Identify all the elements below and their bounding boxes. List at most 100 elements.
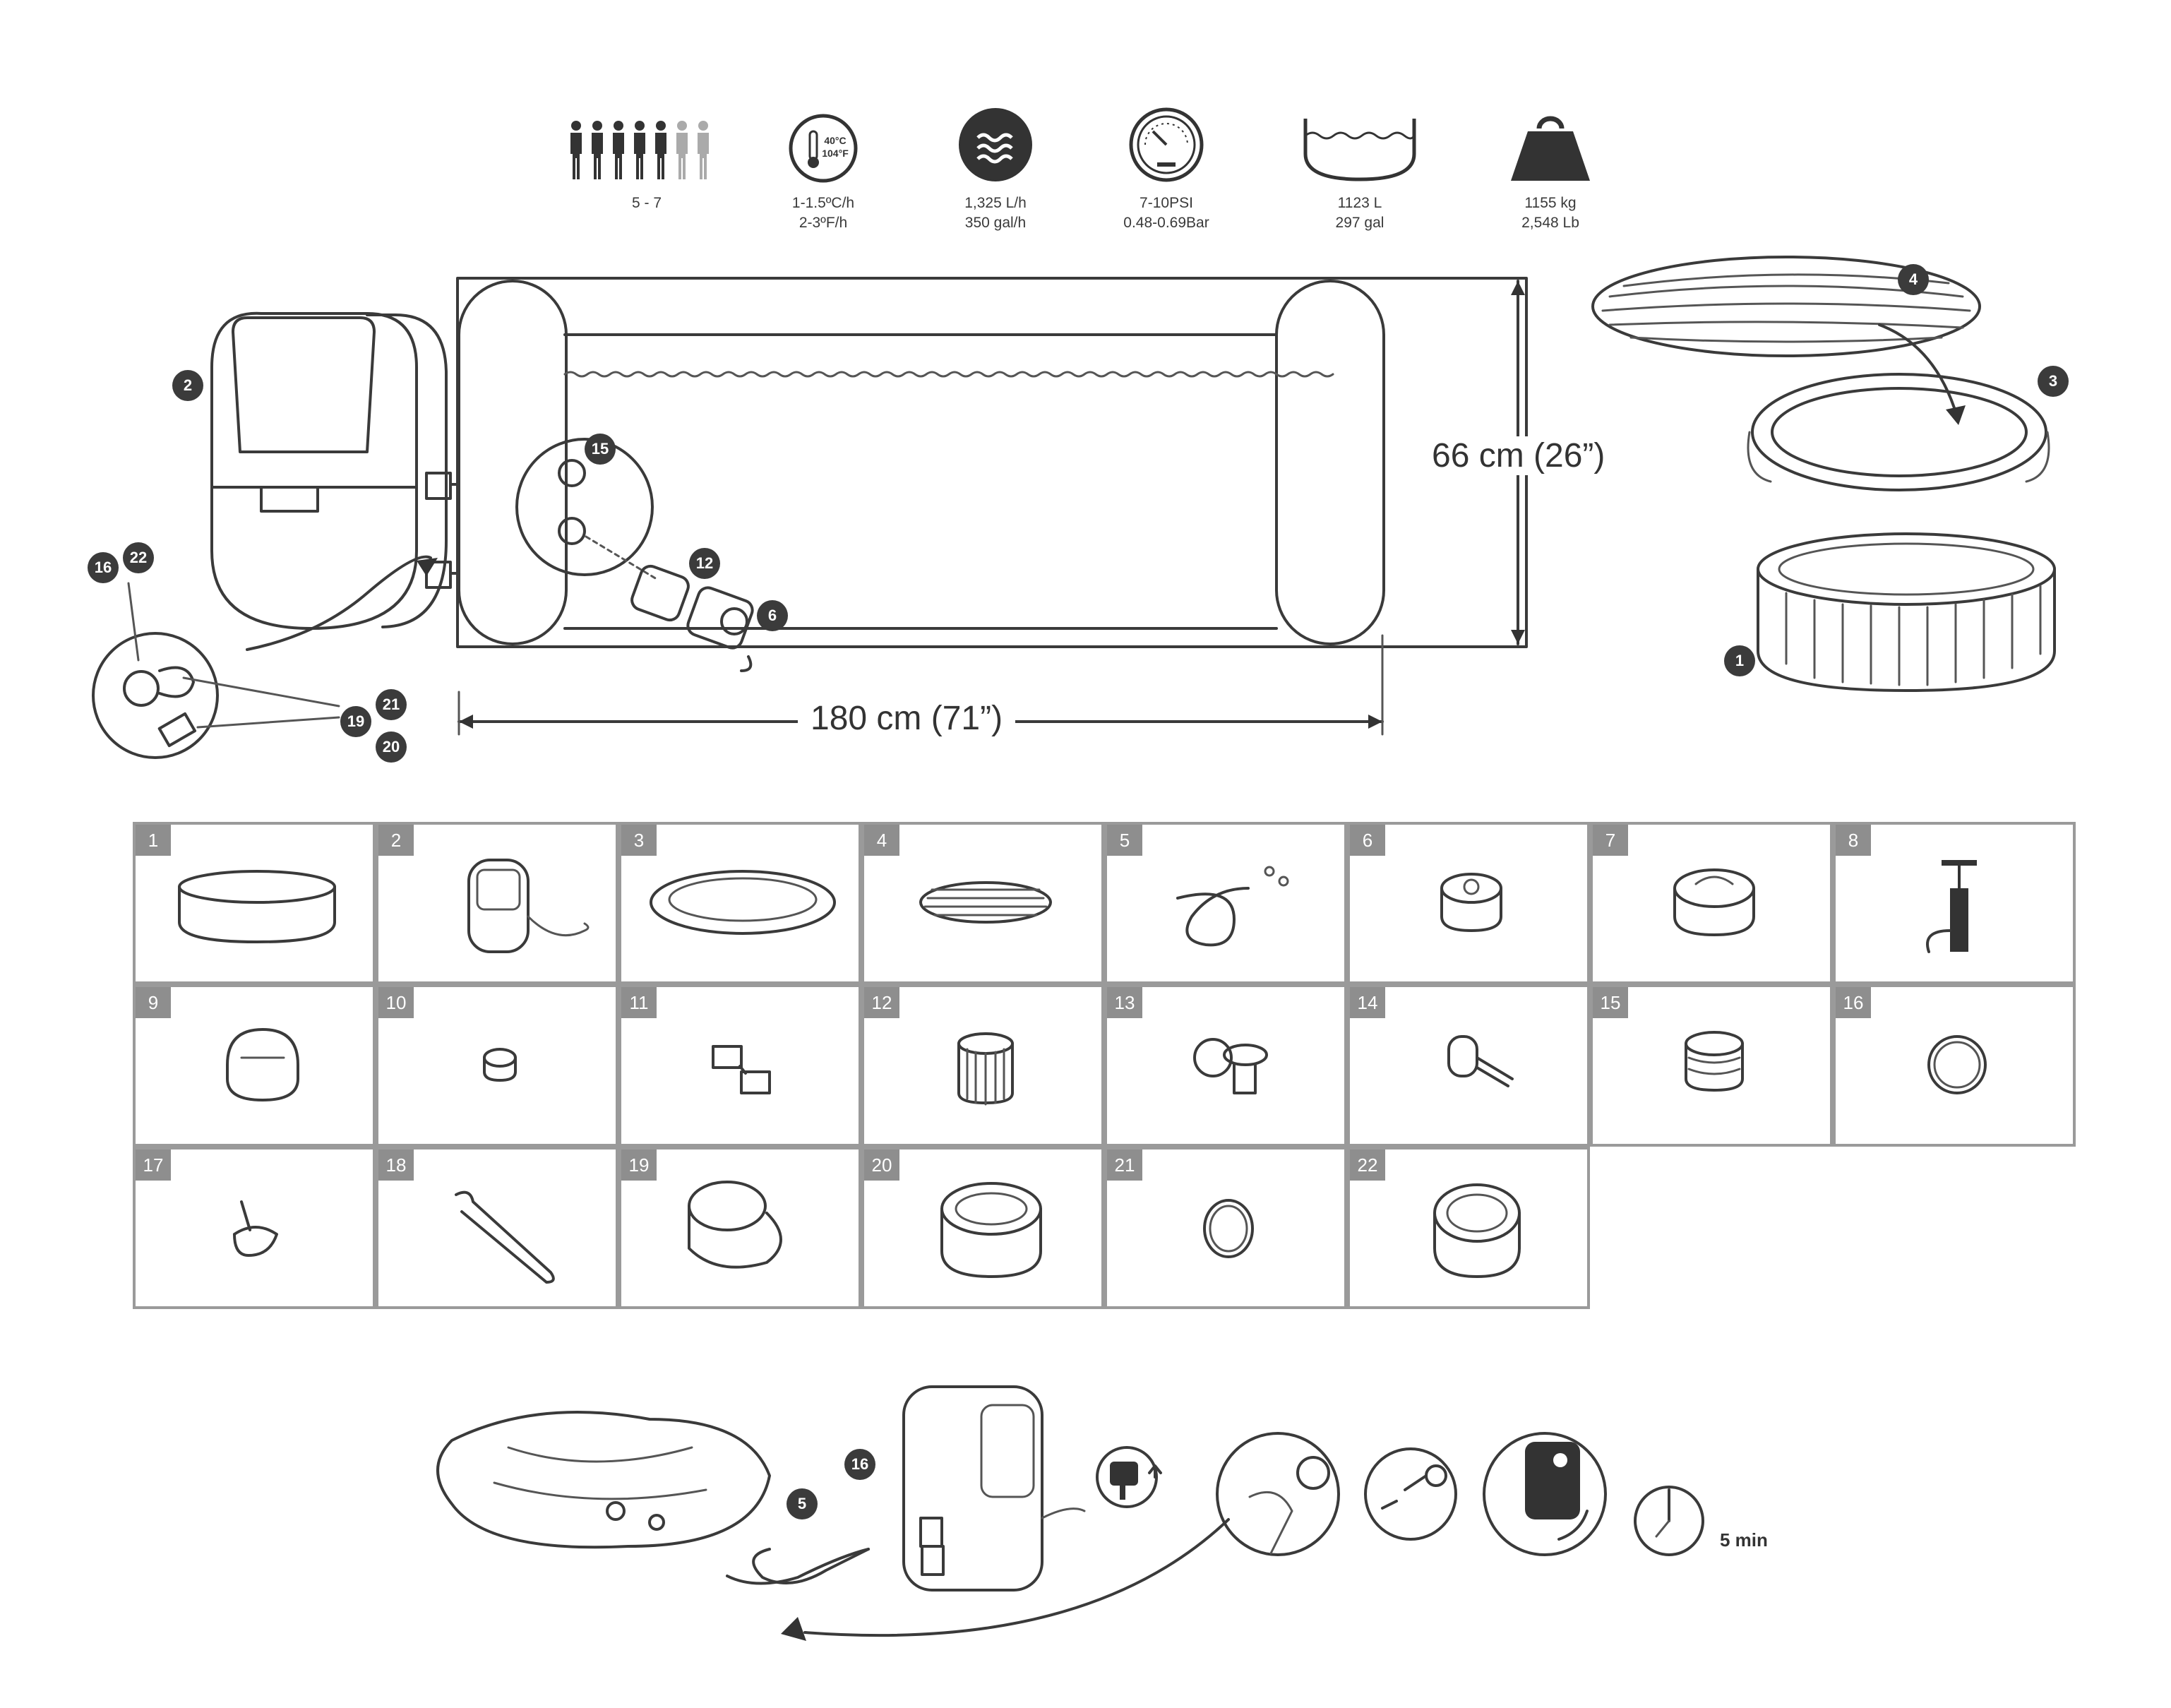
power-plug-icon: [1096, 1446, 1162, 1508]
callout-21: 21: [376, 689, 407, 720]
part-cell-6: 6: [1347, 822, 1590, 984]
callout-16: 16: [88, 552, 119, 583]
spa-side-view: [456, 277, 1528, 648]
part-cell-5: 5: [1104, 822, 1347, 984]
callout-2: 2: [172, 370, 203, 401]
part-number: 7: [1593, 825, 1628, 856]
filter-housing-icon: [1440, 873, 1502, 932]
spa-cover-icon: [650, 870, 836, 935]
inflation-hose-icon: [1176, 866, 1289, 947]
buckle-icon: [712, 1045, 771, 1094]
gasket-icon: [1203, 1199, 1254, 1258]
pressure-psi: 7-10PSI: [1140, 195, 1193, 211]
part-cell-1: 1: [133, 822, 376, 984]
part-number: 11: [621, 987, 657, 1018]
heating-icon-celsius: 40°C: [824, 135, 846, 146]
setup-step-1: [1216, 1432, 1340, 1556]
part-number: 1: [136, 825, 171, 856]
spec-weight: 1155 kg 2,548 Lb: [1459, 99, 1642, 233]
part-cell-15: 15: [1590, 984, 1833, 1147]
part-cell-9: 9: [133, 984, 376, 1147]
lid-drawing: [1747, 373, 2050, 491]
setup-callout-16: 16: [844, 1449, 875, 1480]
part-cell-14: 14: [1347, 984, 1590, 1147]
weight-lb: 2,548 Lb: [1521, 215, 1579, 231]
weight-kg: 1155 kg: [1524, 195, 1577, 211]
part-number: 9: [136, 987, 171, 1018]
heating-rate-c: 1-1.5ºC/h: [791, 195, 855, 211]
part-number: 2: [378, 825, 414, 856]
stopper-icon: [688, 1181, 782, 1269]
heating-icon-fahrenheit: 104°F: [822, 148, 849, 159]
cover-arrow: [1878, 323, 1958, 418]
part-cell-12: 12: [861, 984, 1104, 1147]
part-cell-20: 20: [861, 1147, 1104, 1309]
part-number: 10: [378, 987, 414, 1018]
part-number: 12: [864, 987, 899, 1018]
filter-assembly-drawing: [630, 564, 754, 672]
part-cell-2: 2: [376, 822, 618, 984]
height-dimension: 66 cm (26”): [1419, 436, 1618, 475]
deflated-spa-drawing: [436, 1411, 771, 1549]
filter-cover-icon: [1673, 868, 1755, 936]
flow-rate-gal: 350 gal/h: [964, 215, 1027, 231]
callout-20: 20: [376, 731, 407, 763]
part-cell-19: 19: [618, 1147, 861, 1309]
volume-liters: 1123 L: [1337, 195, 1382, 211]
part-number: 19: [621, 1149, 657, 1181]
part-number: 5: [1107, 825, 1142, 856]
part-cell-21: 21: [1104, 1147, 1347, 1309]
callout-3: 3: [2038, 366, 2069, 397]
drain-adapter-icon: [1447, 1035, 1514, 1087]
callout-6: 6: [757, 600, 788, 631]
inflatable-bladder-icon: [919, 881, 1052, 924]
part-cell-13: 13: [1104, 984, 1347, 1147]
spec-heating: 40°C 104°F 1-1.5ºC/h 2-3ºF/h: [731, 99, 915, 233]
part-cell-7: 7: [1590, 822, 1833, 984]
callout-22: 22: [123, 542, 154, 573]
lock-ring-icon: [1433, 1183, 1521, 1278]
part-cell-3: 3: [618, 822, 861, 984]
filter-cartridge-icon: [957, 1032, 1014, 1106]
part-cell-10: 10: [376, 984, 618, 1147]
inlet-connector-icon: [1685, 1031, 1744, 1092]
volume-gallons: 297 gal: [1335, 215, 1384, 231]
water-flow-icon: [904, 99, 1087, 184]
spec-pressure: 7-10PSI 0.48-0.69Bar: [1075, 99, 1258, 233]
callout-12: 12: [689, 548, 720, 579]
water-volume-icon: [1268, 99, 1452, 184]
threaded-nut-icon: [940, 1182, 1042, 1278]
part-number: 21: [1107, 1149, 1142, 1181]
setup-step-2: [1364, 1447, 1457, 1541]
assembly-drawing: [92, 256, 2056, 759]
part-number: 4: [864, 825, 899, 856]
spec-persons: 5 - 7: [555, 99, 738, 213]
part-number: 6: [1350, 825, 1385, 856]
cap-icon: [483, 1048, 517, 1082]
timer-icon: [1634, 1486, 1704, 1556]
persons-icon: [555, 99, 738, 184]
part-number: 8: [1836, 825, 1871, 856]
inlet-detail-circle: [515, 438, 658, 580]
spa-liner-icon: [178, 870, 336, 943]
persons-capacity: 5 - 7: [631, 195, 662, 211]
setup-step-3: [1483, 1432, 1607, 1556]
part-cell-22: 22: [1347, 1147, 1590, 1309]
bladder-drawing: [1591, 256, 1981, 357]
spec-volume: 1123 L 297 gal: [1268, 99, 1452, 233]
screw-plug-icon: [233, 1200, 278, 1257]
pressure-bar: 0.48-0.69Bar: [1123, 215, 1209, 231]
pressure-gauge-icon: [1075, 99, 1258, 184]
setup-callout-5: 5: [787, 1488, 818, 1519]
part-cell-16: 16: [1833, 984, 2076, 1147]
part-number: 18: [378, 1149, 414, 1181]
part-cell-17: 17: [133, 1147, 376, 1309]
o-ring-icon: [1927, 1035, 1987, 1094]
part-number: 14: [1350, 987, 1385, 1018]
part-number: 13: [1107, 987, 1142, 1018]
connector-detail-circle: [92, 582, 340, 759]
hand-pump-icon: [1926, 860, 1977, 953]
brush-icon: [455, 1190, 555, 1284]
width-dimension: 180 cm (71”): [798, 699, 1016, 738]
part-cell-4: 4: [861, 822, 1104, 984]
